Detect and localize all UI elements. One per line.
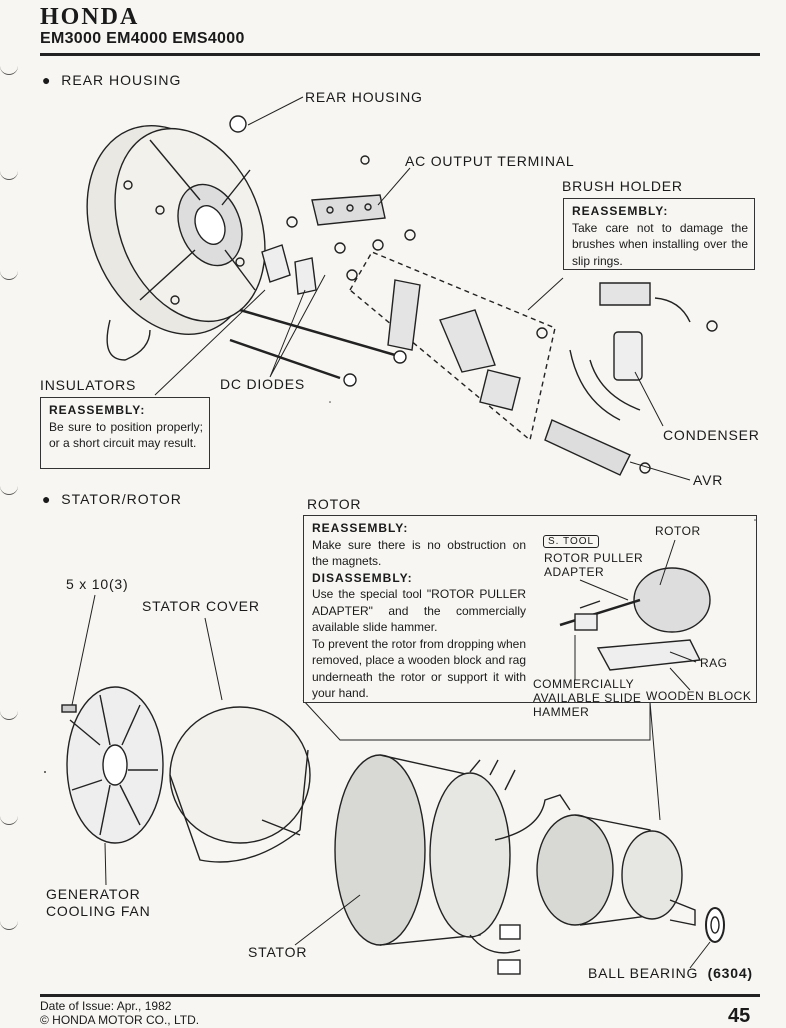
model-list: EM3000 EM4000 EMS4000 xyxy=(40,30,245,47)
inset-label-rag: RAG xyxy=(700,656,728,670)
section-title: REAR HOUSING xyxy=(61,72,182,88)
leader-condenser xyxy=(634,371,664,427)
reassembly-heading: REASSEMBLY: xyxy=(312,521,409,535)
leader-inset-rotor xyxy=(659,539,676,586)
leader-rag xyxy=(669,651,697,663)
leader-puller-adapter xyxy=(579,579,629,601)
special-tool-badge: S. TOOL xyxy=(543,531,600,549)
leader-brush-holder xyxy=(527,277,564,311)
disassembly-text-2: To prevent the rotor from dropping when … xyxy=(312,636,526,701)
label-condenser: CONDENSER xyxy=(663,427,760,443)
binder-hole xyxy=(0,915,18,930)
binder-hole xyxy=(0,810,18,825)
cooling-fan-drawing xyxy=(61,686,164,844)
footer-date: Date of Issue: Apr., 1982 xyxy=(40,999,172,1013)
inset-label-rotor: ROTOR xyxy=(655,524,701,538)
page-number: 45 xyxy=(728,1005,751,1027)
label-generator-cooling-fan: GENERATOR COOLING FAN xyxy=(46,886,151,919)
binder-hole xyxy=(0,165,18,180)
section-heading-rear-housing: ● REAR HOUSING xyxy=(42,72,182,88)
brand-logo: HONDA xyxy=(40,4,140,30)
label-stator: STATOR xyxy=(248,944,308,960)
label-ball-bearing: BALL BEARING (6304) xyxy=(588,965,753,981)
brush-holder-note: REASSEMBLY: Take care not to damage the … xyxy=(563,198,755,270)
label-avr: AVR xyxy=(693,472,724,488)
stator-cover-drawing xyxy=(169,706,311,863)
condenser-drawing xyxy=(569,282,718,421)
leader-cooling-fan xyxy=(104,842,107,886)
rotor-puller-inset-drawing xyxy=(559,567,711,671)
rear-housing-drawing xyxy=(86,115,266,361)
brush-holder-drawing xyxy=(387,279,521,411)
leader-rotor xyxy=(649,701,661,821)
leader-ac-output-terminal xyxy=(377,167,411,206)
special-tool-label: S. TOOL xyxy=(543,535,600,548)
avr-drawing xyxy=(544,419,651,476)
label-stator-cover: STATOR COVER xyxy=(142,598,260,614)
leader-bolt xyxy=(71,594,96,706)
note-text: Be sure to position properly; or a short… xyxy=(49,419,203,451)
leader-rear-housing xyxy=(247,96,304,126)
section-title: STATOR/ROTOR xyxy=(61,491,182,507)
label-ac-output-terminal: AC OUTPUT TERMINAL xyxy=(405,153,575,169)
leader-stator-cover xyxy=(204,617,223,701)
leader-dc-diodes xyxy=(269,274,326,378)
leader-wooden-block xyxy=(669,667,691,691)
inset-label-rotor-puller-adapter: ROTOR PULLER ADAPTER xyxy=(544,551,644,579)
rotor-inset-frame xyxy=(530,515,757,703)
insulators-note: REASSEMBLY: Be sure to position properly… xyxy=(40,397,210,469)
binder-hole xyxy=(0,265,18,280)
disassembly-heading: DISASSEMBLY: xyxy=(312,570,413,585)
stator-drawing xyxy=(334,754,571,975)
ac-output-terminal-drawing xyxy=(311,155,386,226)
binder-hole xyxy=(0,480,18,495)
reassembly-text: Make sure there is no obstruction on the… xyxy=(312,537,526,569)
leader-insulators xyxy=(154,289,266,396)
section-heading-stator-rotor: ● STATOR/ROTOR xyxy=(42,491,182,507)
header-rule xyxy=(40,53,760,56)
footer-rule xyxy=(40,994,760,997)
leader-avr xyxy=(629,461,691,481)
label-insulators: INSULATORS xyxy=(40,377,137,393)
label-dc-diodes: DC DIODES xyxy=(220,376,305,392)
insulators-drawing xyxy=(261,244,317,295)
inset-label-wooden-block: WOODEN BLOCK xyxy=(646,689,752,703)
rotor-drawing xyxy=(536,814,725,943)
note-heading: REASSEMBLY: xyxy=(49,403,146,417)
label-brush-holder: BRUSH HOLDER xyxy=(562,178,683,194)
label-rear-housing: REAR HOUSING xyxy=(305,89,423,105)
inset-label-slide-hammer: COMMERCIALLY AVAILABLE SLIDE HAMMER xyxy=(533,677,642,719)
footer-copyright: © HONDA MOTOR CO., LTD. xyxy=(40,1013,200,1027)
ball-bearing-text: BALL BEARING xyxy=(588,965,699,981)
ball-bearing-number: (6304) xyxy=(707,965,753,981)
note-text: Take care not to damage the brushes when… xyxy=(572,220,748,268)
leader-ball-bearing xyxy=(689,941,711,969)
binder-hole xyxy=(0,705,18,720)
label-rotor: ROTOR xyxy=(307,496,362,512)
label-bolt-size: 5 x 10(3) xyxy=(66,576,129,592)
binder-hole xyxy=(0,60,18,75)
note-heading: REASSEMBLY: xyxy=(572,204,669,218)
leader-stator xyxy=(294,894,361,946)
rotor-note: REASSEMBLY: Make sure there is no obstru… xyxy=(303,515,530,703)
disassembly-text: Use the special tool "ROTOR PULLER ADAPT… xyxy=(312,587,526,634)
